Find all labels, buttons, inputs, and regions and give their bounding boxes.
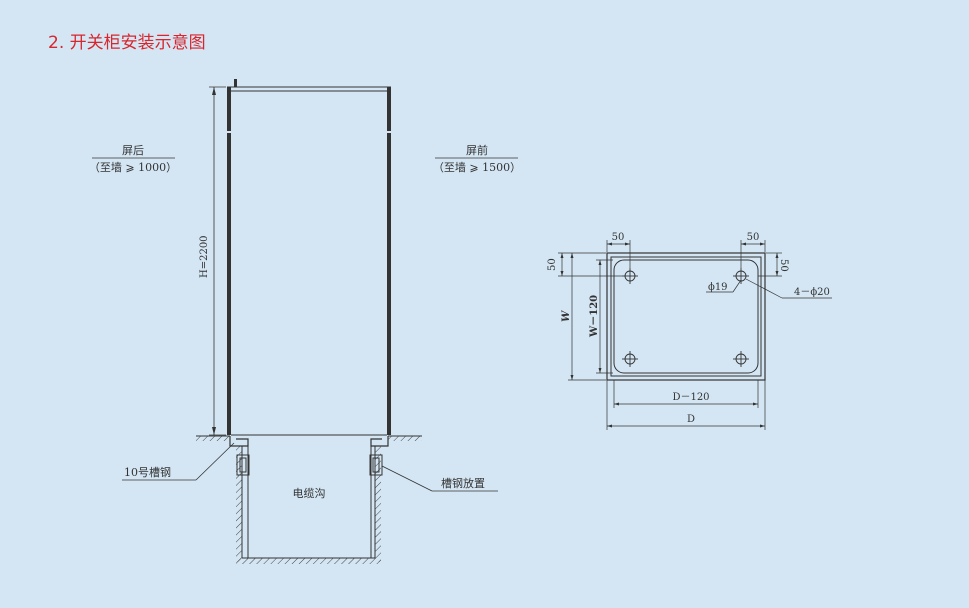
mounting-holes	[622, 268, 749, 367]
rear-note: （至墙 ⩾ 1000）	[89, 160, 177, 174]
front-note: （至墙 ⩾ 1500）	[433, 160, 521, 174]
front-label: 屏前	[466, 143, 488, 157]
height-dimension	[209, 86, 226, 436]
channel-place-label: 槽钢放置	[441, 476, 485, 490]
dim-holes: 4－ϕ20	[794, 287, 830, 298]
rear-label: 屏后	[122, 144, 144, 157]
page-title: 2. 开关柜安装示意图	[48, 33, 206, 53]
dim-50-top-left: 50	[612, 232, 625, 243]
channel-steel	[229, 436, 389, 447]
cabinet-plan	[606, 252, 766, 381]
dim-d-120: D－120	[672, 392, 709, 403]
dim-50-top-right: 50	[747, 232, 760, 243]
dim-phi19: ϕ19	[708, 282, 728, 293]
cable-trench-label: 电缆沟	[293, 487, 326, 500]
height-label: H=2200	[199, 235, 210, 278]
dim-50-right: 50	[778, 259, 789, 272]
plan-arrows	[560, 242, 779, 428]
dim-w-120: W－120	[589, 295, 600, 338]
dim-w: W	[561, 309, 572, 322]
cable-trench	[236, 446, 383, 564]
plan-dimensions	[558, 240, 832, 430]
dim-d: D	[687, 414, 695, 425]
cabinet-elevation	[227, 79, 391, 436]
dim-50-left: 50	[547, 258, 558, 271]
channel-10-label: 10号槽钢	[124, 466, 171, 479]
channel-place-leader	[381, 465, 433, 492]
floor	[196, 435, 422, 441]
channel-10-leader	[195, 442, 235, 481]
